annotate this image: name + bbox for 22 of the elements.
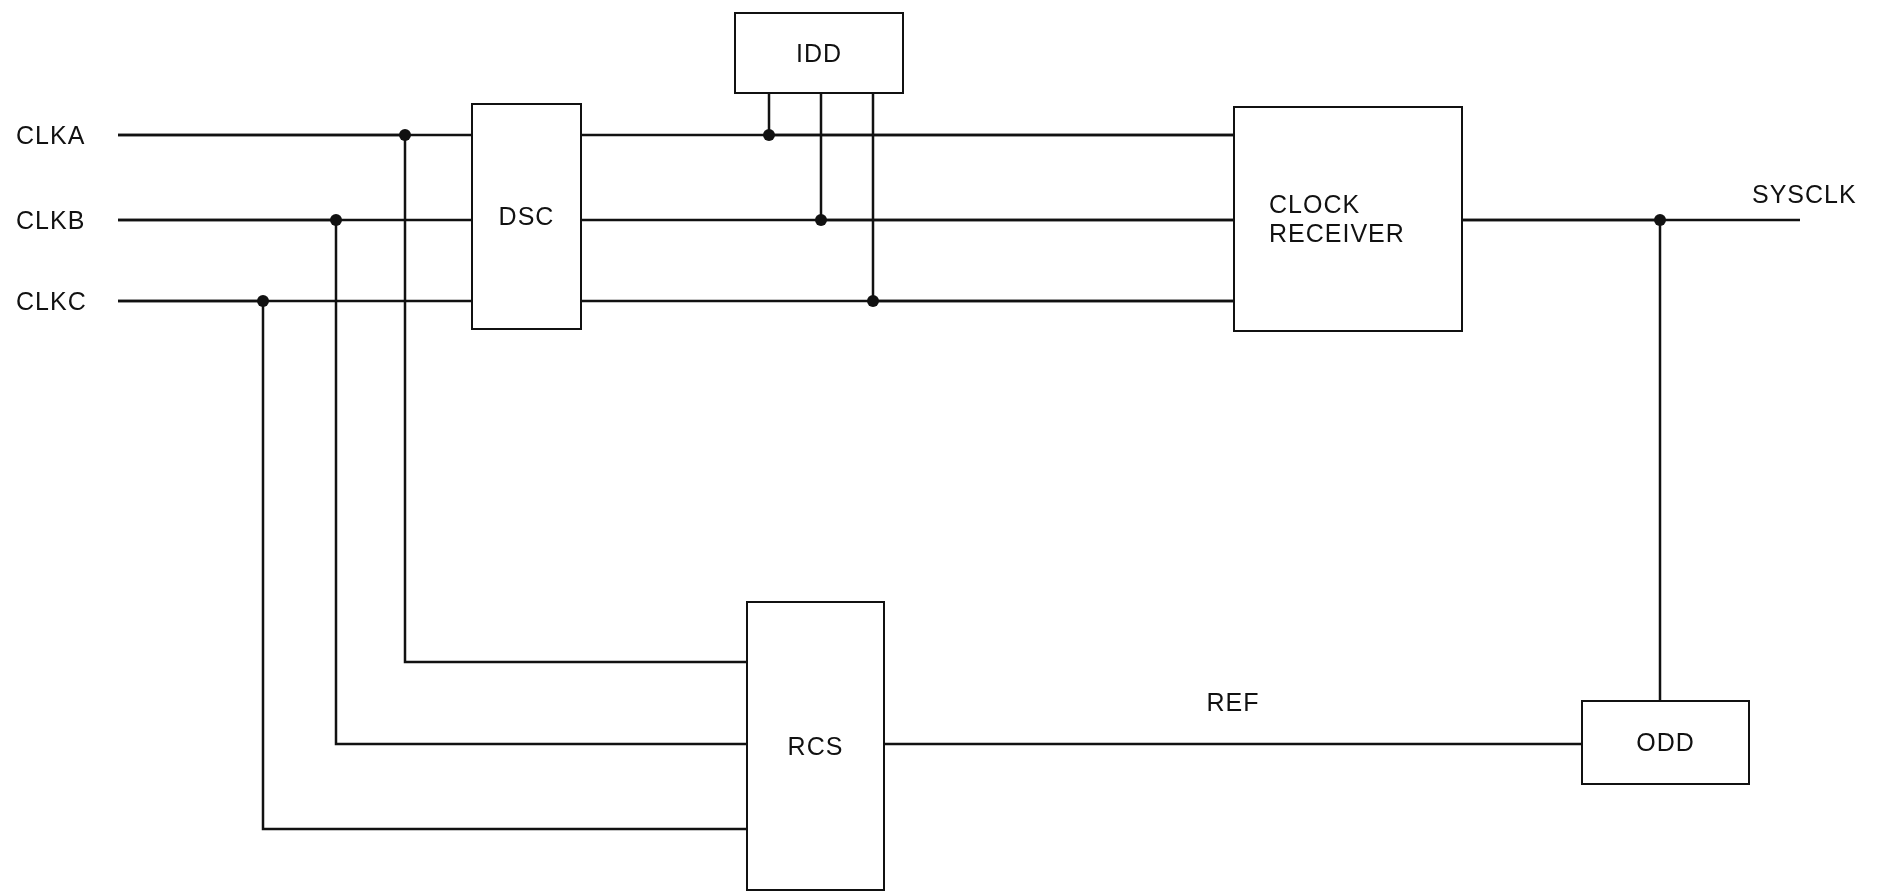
connector-line: [118, 299, 746, 831]
block-box: [746, 601, 885, 891]
connector-line: [118, 218, 746, 746]
block-box: [471, 103, 582, 330]
node-text: RCS: [787, 731, 844, 761]
connector-line: [118, 133, 746, 664]
connector-line: [885, 742, 1581, 746]
node-text: ODD: [1636, 728, 1695, 757]
connector-line: [767, 94, 1233, 137]
connector-line: [1463, 218, 1662, 700]
node-text: DSC: [498, 202, 555, 231]
node-text: CLKC: [16, 286, 87, 316]
connector-line: [871, 94, 1233, 303]
node-text: IDD: [795, 38, 843, 68]
node-text: SYSCLK: [1752, 180, 1857, 209]
node-text: CLOCK RECEIVER: [1269, 190, 1406, 248]
node-text: CLKA: [16, 120, 86, 150]
block-box: [1233, 106, 1463, 332]
block-box: [1581, 700, 1750, 785]
connector-line: [819, 94, 1233, 222]
node-text: CLKB: [16, 205, 86, 235]
block-box: [734, 12, 904, 94]
